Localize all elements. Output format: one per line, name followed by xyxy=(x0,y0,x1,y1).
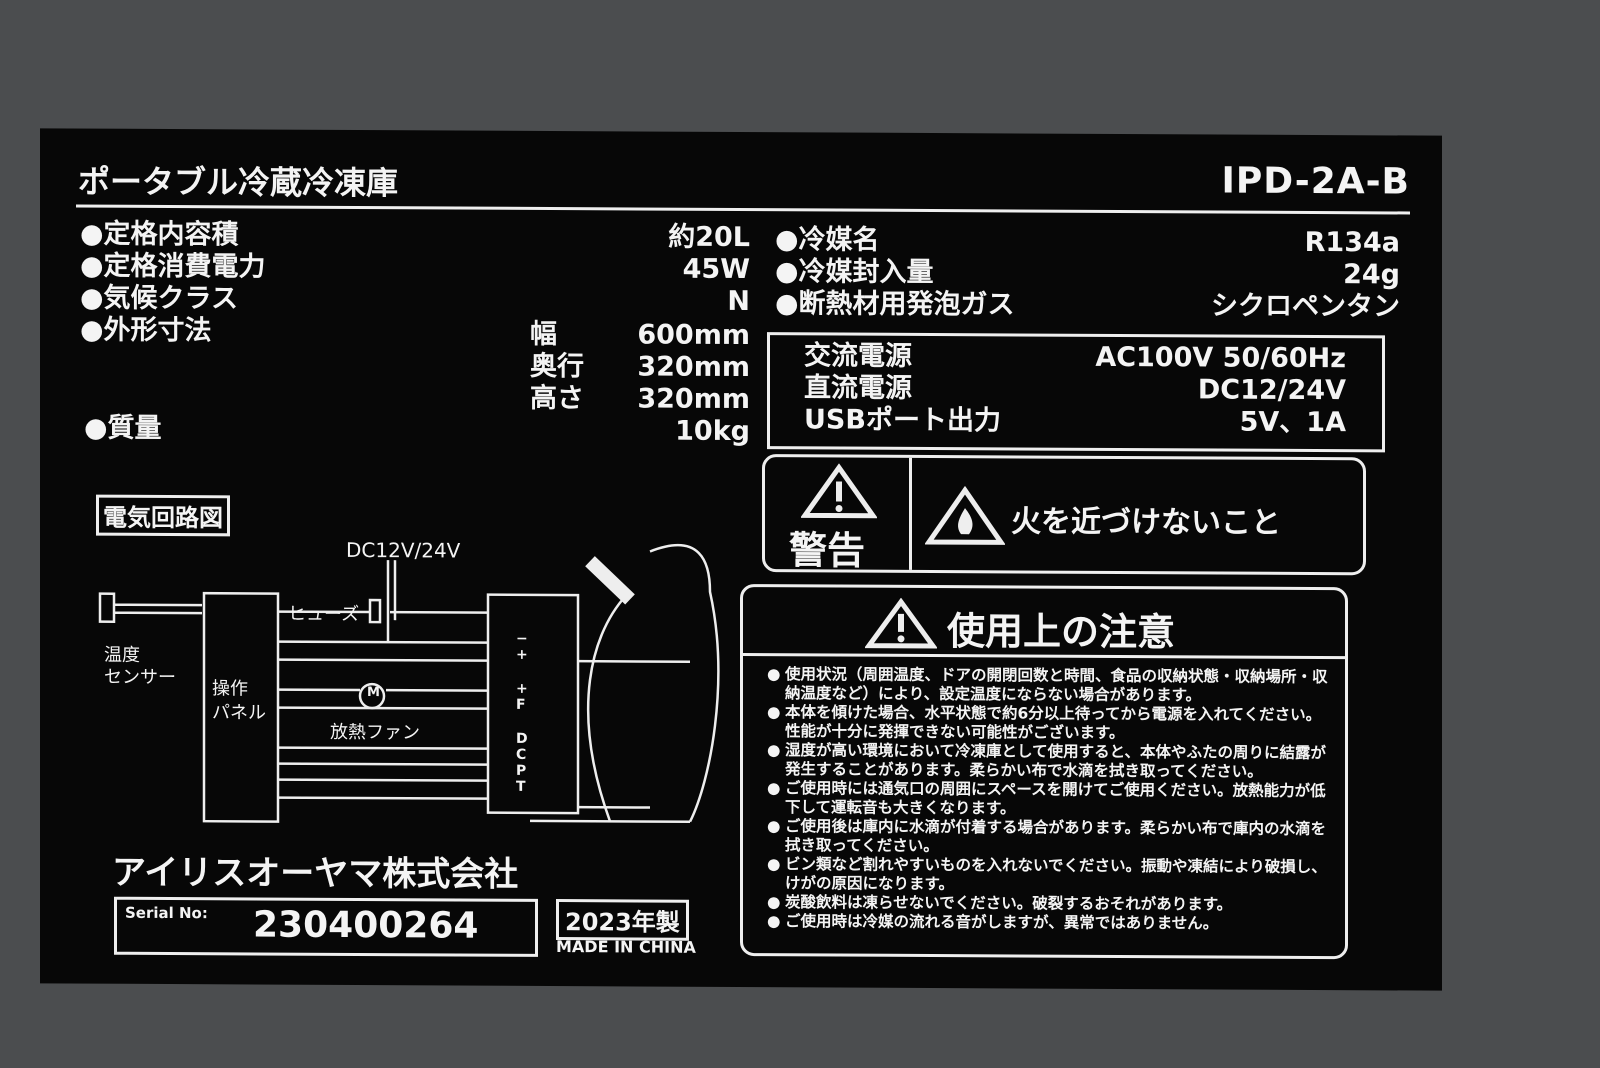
power-box: 交流電源 AC100V 50/60Hz 直流電源 DC12/24V USBポート出力… xyxy=(767,332,1385,453)
warning-triangle-icon xyxy=(801,463,877,519)
divider xyxy=(76,204,1410,215)
terminal: P xyxy=(516,762,527,779)
fan-label: 放熱ファン xyxy=(330,721,420,744)
fire-warning-icon xyxy=(925,485,1005,545)
motor-symbol: M xyxy=(367,685,380,701)
warning-box: 警告 火を近づけないこと xyxy=(762,454,1366,576)
terminal: D xyxy=(516,730,528,747)
spec-value: R134a xyxy=(1304,226,1400,259)
power-value: 5V、1A xyxy=(1239,406,1346,439)
model-number: IPD-2A-B xyxy=(1221,160,1410,203)
right-specs: ●冷媒名 R134a ●冷媒封入量 24g ●断熱材用発泡ガス シクロペンタン xyxy=(775,224,1400,323)
warning-text: 火を近づけないこと xyxy=(1011,504,1281,541)
serial-label: Serial No: xyxy=(125,903,208,923)
spec-value: シクロペンタン xyxy=(1211,290,1400,323)
product-label: ポータブル冷蔵冷凍庫 IPD-2A-B ●定格内容積 約20L ●定格消費電力 45… xyxy=(40,128,1442,991)
mass-label: ●質量 xyxy=(84,412,162,444)
terminal: − xyxy=(516,630,528,647)
product-title: ポータブル冷蔵冷凍庫 xyxy=(78,162,399,203)
spec-name: ●冷媒封入量 xyxy=(775,256,934,289)
dim-value: 320mm xyxy=(637,351,750,384)
caution-item: ご使用後は庫内に水滴が付着する場合があります。柔らかい布で庫内の水滴を拭き取って… xyxy=(767,817,1333,858)
fuse-label: ヒューズ xyxy=(288,603,360,626)
power-value: DC12/24V xyxy=(1197,374,1346,407)
spec-name: ●断熱材用発泡ガス xyxy=(775,288,1015,321)
caution-heading: 使用上の注意 xyxy=(947,609,1176,655)
terminal: + xyxy=(516,680,528,697)
panel-label: 操作 パネル xyxy=(212,678,266,724)
circuit-diagram xyxy=(98,544,720,823)
caution-item: 本体を傾けた場合、水平状態で約6分以上待ってから電源を入れてください。性能が十分… xyxy=(767,703,1333,744)
dim-value: 320mm xyxy=(637,383,750,416)
manufacturer: アイリスオーヤマ株式会社 xyxy=(112,852,519,895)
caution-item: ご使用時には通気口の周囲にスペースを開けてご使用ください。放熱能力が低下して運転… xyxy=(767,779,1333,820)
spec-name: ●冷媒名 xyxy=(775,224,880,256)
caution-list: 使用状況（周囲温度、ドアの開閉回数と時間、食品の収納状態・収納場所・収納温度など… xyxy=(767,665,1333,934)
caution-item: ビン類など割れやすいものを入れないでください。振動や凍結により破損し、けがの原因… xyxy=(767,855,1333,896)
power-name: 交流電源 xyxy=(804,340,912,372)
dim-name: 高さ xyxy=(530,382,584,415)
spec-value: 24g xyxy=(1343,259,1400,291)
spec-value: 約20L xyxy=(668,221,750,254)
mass-value: 10kg xyxy=(675,415,750,448)
warning-heading: 警告 xyxy=(789,528,866,573)
manufacture-year: 2023年製 xyxy=(556,899,689,941)
dc-label: DC12V/24V xyxy=(346,537,461,563)
terminal: T xyxy=(516,778,526,795)
power-name: 直流電源 xyxy=(804,372,912,404)
spec-value: 45W xyxy=(682,253,750,286)
dimensions: 幅 600mm 奥行 320mm 高さ 320mm 10kg xyxy=(530,319,750,448)
power-value: AC100V 50/60Hz xyxy=(1095,341,1346,375)
terminal-labels: − + + F D C P T xyxy=(516,631,528,795)
caution-item: ご使用時は冷媒の流れる音がしますが、異常ではありません。 xyxy=(767,912,1333,934)
dim-name: 幅 xyxy=(530,318,557,351)
dim-name: 奥行 xyxy=(530,350,584,383)
terminal: + xyxy=(516,646,528,663)
dim-value: 600mm xyxy=(637,319,750,352)
spec-name: ●気候クラス xyxy=(80,282,239,315)
terminal: C xyxy=(516,746,527,763)
spec-name: ●定格消費電力 xyxy=(80,250,266,283)
spec-name: ●定格内容積 xyxy=(80,218,239,251)
origin: MADE IN CHINA xyxy=(556,937,696,957)
serial-number: 230400264 xyxy=(253,904,479,947)
sensor-label: 温度 センサー xyxy=(104,644,176,689)
power-name: USBポート出力 xyxy=(804,404,1001,437)
terminal: F xyxy=(516,696,526,713)
spec-value: N xyxy=(727,285,750,318)
spec-name: ●外形寸法 xyxy=(80,314,212,347)
caution-item: 湿度が高い環境において冷凍庫として使用すると、本体やふたの周りに結露が発生するこ… xyxy=(767,741,1333,782)
caution-item: 使用状況（周囲温度、ドアの開閉回数と時間、食品の収納状態・収納場所・収納温度など… xyxy=(767,665,1333,706)
caution-box: 使用上の注意 使用状況（周囲温度、ドアの開閉回数と時間、食品の収納状態・収納場所… xyxy=(740,583,1348,960)
warning-triangle-icon xyxy=(865,597,937,649)
serial-box: Serial No: 230400264 xyxy=(114,896,538,957)
